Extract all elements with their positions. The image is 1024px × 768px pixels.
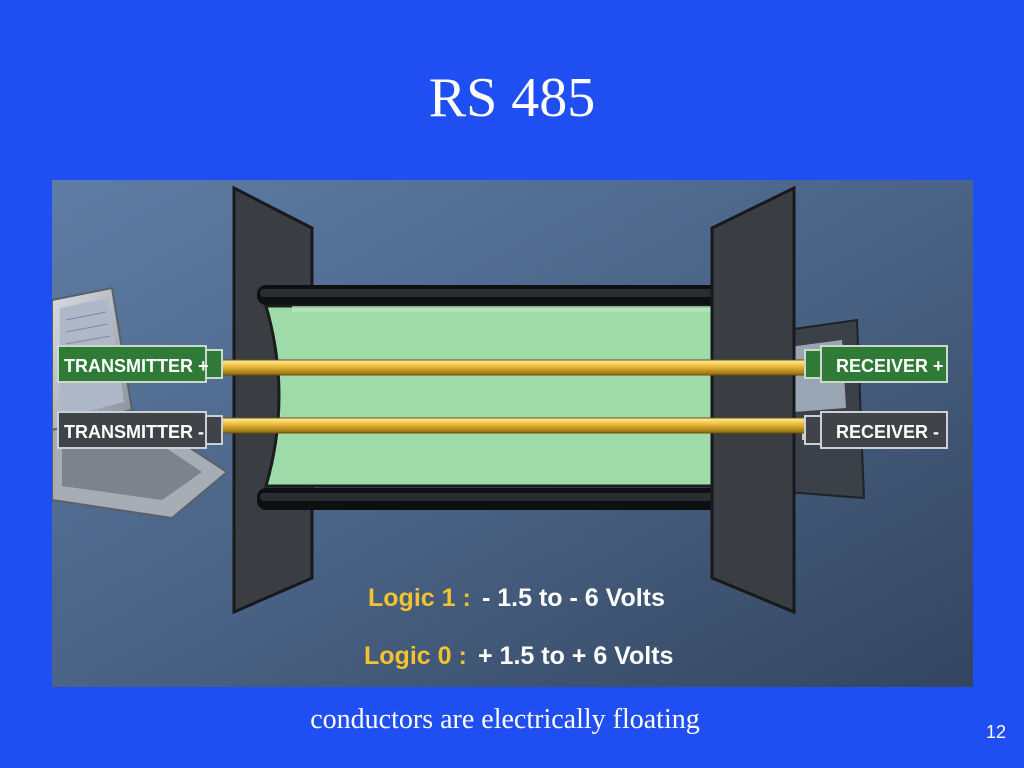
transmitter-minus-text: TRANSMITTER - bbox=[64, 422, 204, 442]
slide-caption: conductors are electrically floating bbox=[310, 704, 700, 735]
slide-title: RS 485 bbox=[428, 67, 596, 129]
logic-one-label: Logic 1 : bbox=[368, 584, 471, 612]
conductor-minus bbox=[201, 417, 823, 434]
page-number: 12 bbox=[985, 722, 1006, 742]
logic-zero-value: + 1.5 to + 6 Volts bbox=[478, 642, 673, 670]
rs485-diagram: TRANSMITTER + TRANSMITTER - RECEIVER + R… bbox=[52, 180, 973, 687]
receiver-plus-text: RECEIVER + bbox=[836, 356, 944, 376]
receiver-plus-label: RECEIVER + bbox=[804, 345, 948, 383]
transmitter-plus-text: TRANSMITTER + bbox=[64, 356, 209, 376]
logic-one-value: - 1.5 to - 6 Volts bbox=[482, 584, 665, 612]
conductor-plus bbox=[201, 359, 823, 376]
transmitter-minus-label: TRANSMITTER - bbox=[57, 411, 223, 449]
receiver-minus-text: RECEIVER - bbox=[836, 422, 939, 442]
transmitter-plus-label: TRANSMITTER + bbox=[57, 345, 223, 383]
receiver-minus-label: RECEIVER - bbox=[804, 411, 948, 449]
right-end-panel bbox=[710, 185, 796, 615]
cable-body bbox=[257, 285, 777, 510]
logic-zero-label: Logic 0 : bbox=[364, 642, 467, 670]
